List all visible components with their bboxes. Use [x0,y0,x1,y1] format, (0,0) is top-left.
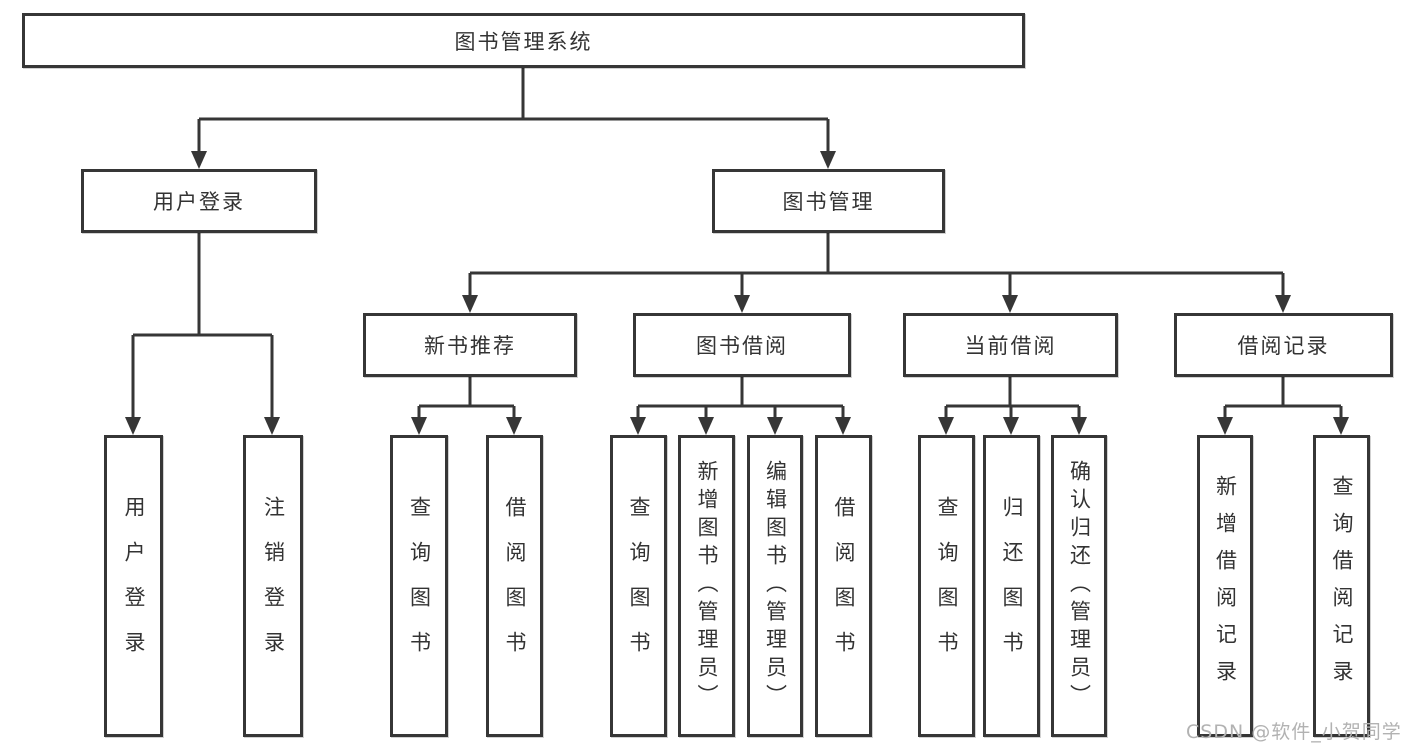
node-label: 用户登录 [153,190,245,214]
leaf-label: 注销登录 [261,496,286,676]
leaf-label: 用户登录 [122,496,146,676]
leaf-user-login: 用户登录 [104,435,163,737]
node-label: 当前借阅 [964,334,1057,358]
node-label: 借阅记录 [1237,334,1330,358]
leaf-query-books-3: 查询图书 [918,435,975,737]
leaf-label: 确认归还（管理员） [1067,460,1092,712]
leaf-label: 新增借阅记录 [1213,475,1238,697]
arrowhead-icons [125,151,1349,435]
leaf-confirm-return-admin: 确认归还（管理员） [1051,435,1107,737]
leaf-label: 查询图书 [627,496,651,676]
node-user-login: 用户登录 [81,169,317,233]
leaf-borrow-books-1: 借阅图书 [486,435,543,737]
leaf-label: 归还图书 [1000,496,1024,676]
leaf-label: 新增图书（管理员） [695,460,719,712]
leaf-query-books-1: 查询图书 [390,435,448,737]
node-new-book-recommend: 新书推荐 [363,313,577,377]
leaf-label: 借阅图书 [503,496,527,676]
leaf-borrow-books-2: 借阅图书 [815,435,872,737]
node-label: 图书管理系统 [454,29,593,54]
leaf-add-borrow-record: 新增借阅记录 [1197,435,1253,737]
leaf-label: 查询借阅记录 [1330,475,1354,697]
leaf-query-borrow-record: 查询借阅记录 [1313,435,1370,737]
leaf-edit-books-admin: 编辑图书（管理员） [747,435,803,737]
leaf-logout: 注销登录 [243,435,303,737]
node-label: 新书推荐 [424,334,516,358]
node-library-management-system: 图书管理系统 [22,13,1025,68]
node-book-management: 图书管理 [712,169,945,233]
leaf-return-books: 归还图书 [983,435,1040,737]
leaf-query-books-2: 查询图书 [610,435,667,737]
node-borrowing-records: 借阅记录 [1174,313,1393,377]
leaf-add-books-admin: 新增图书（管理员） [678,435,735,737]
csdn-watermark: CSDN @软件_小贺同学 [1186,721,1402,743]
leaf-label: 借阅图书 [832,496,856,676]
leaf-label: 编辑图书（管理员） [763,460,788,712]
node-label: 图书借阅 [696,334,788,358]
node-book-borrowing: 图书借阅 [633,313,851,377]
leaf-label: 查询图书 [407,496,432,676]
node-current-borrowing: 当前借阅 [903,313,1118,377]
node-label: 图书管理 [782,190,875,214]
leaf-label: 查询图书 [935,496,959,676]
